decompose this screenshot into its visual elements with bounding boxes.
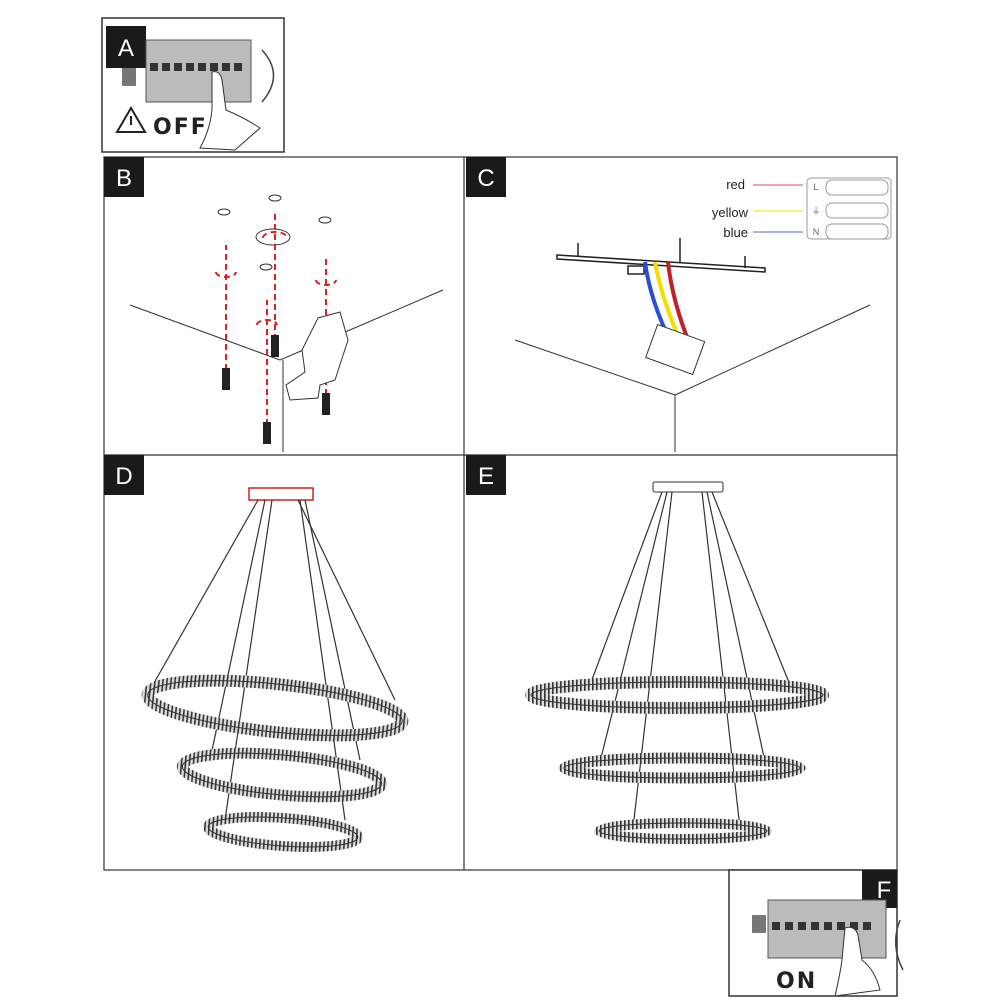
- panel-label-c: C: [477, 165, 494, 192]
- wire-legend: red yellow blue L ⏚ N: [712, 177, 892, 240]
- terminal-mark-n: N: [813, 227, 820, 237]
- panel-a-power-off: A OFF: [101, 17, 285, 153]
- crystal-rings: [525, 676, 829, 844]
- panel-e-chandelier-level: E: [466, 455, 829, 844]
- panel-label-d: D: [115, 463, 132, 490]
- breaker-panel-icon: [752, 899, 904, 971]
- mounting-bracket: [556, 238, 766, 275]
- panel-c-wiring: C red yellow blue L: [466, 157, 892, 452]
- panel-label-e: E: [478, 463, 494, 490]
- wire-label-blue: blue: [723, 225, 748, 240]
- status-on: ON: [776, 969, 817, 994]
- terminal-block: [645, 323, 706, 376]
- panel-f-power-on: F ON: [728, 869, 904, 997]
- warning-icon: [115, 106, 147, 133]
- panel-label-a: A: [118, 35, 134, 62]
- breaker-panel-icon: [122, 39, 275, 103]
- wire-label-yellow: yellow: [712, 205, 749, 220]
- panel-label-b: B: [116, 165, 132, 192]
- hand-icon: [834, 926, 881, 997]
- wire-label-red: red: [726, 177, 745, 192]
- crystal-rings: [141, 674, 409, 852]
- terminal-mark-l: L: [813, 182, 818, 192]
- panel-d-chandelier-tilted: D: [104, 455, 409, 852]
- canopy: [652, 481, 724, 493]
- anchor-screw-icons: [222, 335, 330, 444]
- panel-b-drill-mount: B: [104, 157, 444, 452]
- panel-label-f: F: [877, 877, 892, 904]
- drill-icon: [285, 311, 349, 401]
- hand-icon: [199, 71, 261, 151]
- canopy: [248, 487, 314, 501]
- status-off: OFF: [153, 115, 208, 140]
- terminal-mark-ground: ⏚: [811, 206, 820, 216]
